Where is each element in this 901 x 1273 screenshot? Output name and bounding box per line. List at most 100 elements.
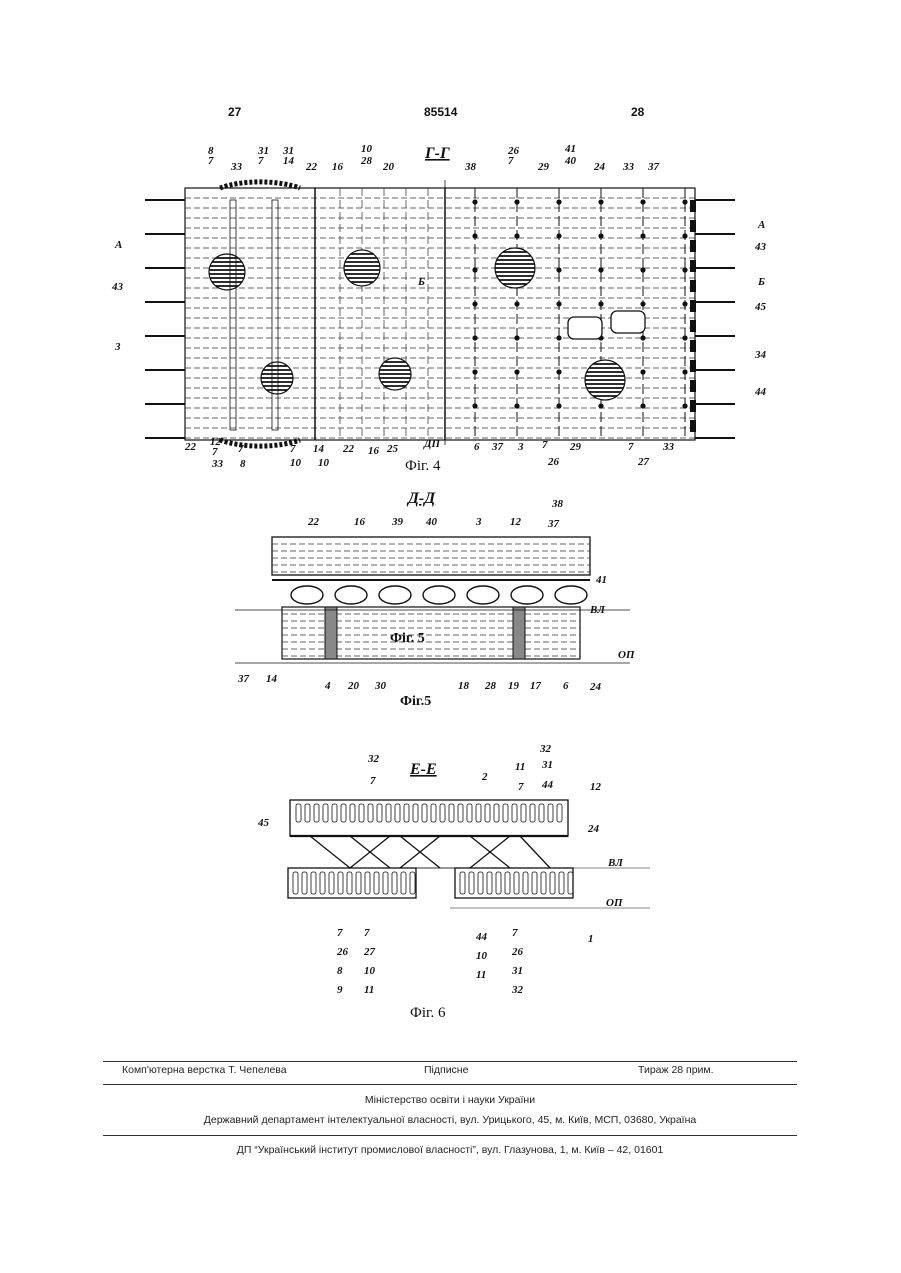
label-f4top-2: 33 [230, 161, 243, 173]
label-f6right-1: ОП [606, 897, 623, 909]
cell [505, 872, 510, 894]
figure-4-labels-right: А43Б453444 [754, 219, 767, 398]
stud [512, 804, 517, 822]
label-f4top-18: 24 [593, 161, 606, 173]
stud [359, 804, 364, 822]
cell [469, 872, 474, 894]
stud [296, 804, 301, 822]
stud [548, 804, 553, 822]
rivet-dot [514, 199, 519, 204]
label-f5bot-3: 20 [347, 680, 360, 692]
figure-5-drawing [235, 537, 630, 663]
label-f5right-1: ВЛ [589, 604, 605, 616]
label-f5top-3: 40 [425, 516, 438, 528]
footer-rule-1 [103, 1061, 797, 1062]
rivet-dot [640, 369, 645, 374]
label-f6tc-1: 10 [476, 950, 488, 962]
cell [320, 872, 325, 894]
stud [323, 804, 328, 822]
stud [350, 804, 355, 822]
label-f5top-0: 22 [307, 516, 320, 528]
label-f4top-7: 22 [305, 161, 318, 173]
stud [386, 804, 391, 822]
rivet-dot [514, 403, 519, 408]
rivet-dot [640, 233, 645, 238]
label-f4bot-22: 33 [662, 441, 675, 453]
footer-ministry: Міністерство освіти і науки України [103, 1094, 797, 1106]
label-f5right-2: ОП [618, 649, 635, 661]
label-f4left-0: А [114, 239, 122, 251]
edge-block [690, 280, 696, 292]
rivet-dot [472, 233, 477, 238]
cell [541, 872, 546, 894]
cell [460, 872, 465, 894]
stud [395, 804, 400, 822]
cell [329, 872, 334, 894]
label-f4bot-13: ДП [423, 438, 441, 450]
label-f5bot-9: 6 [563, 680, 569, 692]
stud [314, 804, 319, 822]
hatch-circle [344, 250, 380, 286]
label-f4left-2: 3 [114, 341, 121, 353]
figure-5: Д-Д 221639403123837 41ВЛОП 3714420301828… [230, 485, 670, 710]
label-f4bot-5: 8 [240, 458, 246, 470]
label-f4bot-20: 7 [628, 441, 634, 453]
label-f4right-4: 34 [754, 349, 767, 361]
cell [401, 872, 406, 894]
rivet-dot [682, 301, 687, 306]
label-f4top-11: 20 [382, 161, 395, 173]
figure-6: Е-Е 32721173231441224 45 ВЛОП1 72689 727… [250, 740, 650, 1025]
cell [392, 872, 397, 894]
label-f5top-1: 16 [354, 516, 366, 528]
rivet-dot [556, 335, 561, 340]
cell [338, 872, 343, 894]
stud [305, 804, 310, 822]
label-f6top-3: 11 [515, 761, 525, 773]
label-f5right-0: 41 [595, 574, 607, 586]
stud [377, 804, 382, 822]
rivet-dot [514, 301, 519, 306]
cell [532, 872, 537, 894]
label-f5bot-5: 18 [458, 680, 470, 692]
label-f5bot-7: 19 [508, 680, 520, 692]
cell [347, 872, 352, 894]
label-f4top-14: 7 [508, 155, 514, 167]
label-f6left-0: 45 [257, 817, 270, 829]
label-f5top-5: 12 [510, 516, 522, 528]
label-f4bot-17: 7 [542, 439, 548, 451]
stud [332, 804, 337, 822]
edge-block [690, 200, 696, 212]
label-f4left-1: 43 [111, 281, 124, 293]
label-f4right-3: 45 [754, 301, 767, 313]
label-f4bot-9: 10 [318, 457, 330, 469]
label-f4top-17: 40 [564, 155, 577, 167]
lightening-hole [335, 586, 367, 604]
stud [440, 804, 445, 822]
rivet-dot [682, 335, 687, 340]
truss-member [520, 836, 550, 868]
cell [311, 872, 316, 894]
label-f6tb-1: 27 [363, 946, 376, 958]
stud [503, 804, 508, 822]
label-f4top-6: 14 [283, 155, 295, 167]
rivet-dot [598, 233, 603, 238]
cell [496, 872, 501, 894]
label-f5bot-10: 24 [589, 681, 602, 693]
label-f6top-2: 2 [481, 771, 488, 783]
label-f5bot-0: 37 [237, 673, 250, 685]
figure-5-section: Д-Д [406, 490, 436, 507]
label-f4bot-8: 14 [313, 443, 325, 455]
label-f4top-4: 7 [258, 155, 264, 167]
label-f5bot-8: 17 [530, 680, 542, 692]
hatch-opening [611, 311, 645, 333]
figure-4-caption: Фіг. 4 [405, 458, 441, 474]
figure-4-labels-left: А 43 3 [111, 239, 124, 353]
label-f4right-0: А [757, 219, 765, 231]
stud [449, 804, 454, 822]
edge-block [690, 240, 696, 252]
rivet-dot [472, 403, 477, 408]
support-column [513, 607, 525, 659]
rivet-dot [598, 199, 603, 204]
figure-6-caption: Фіг. 6 [410, 1005, 446, 1021]
stud [341, 804, 346, 822]
